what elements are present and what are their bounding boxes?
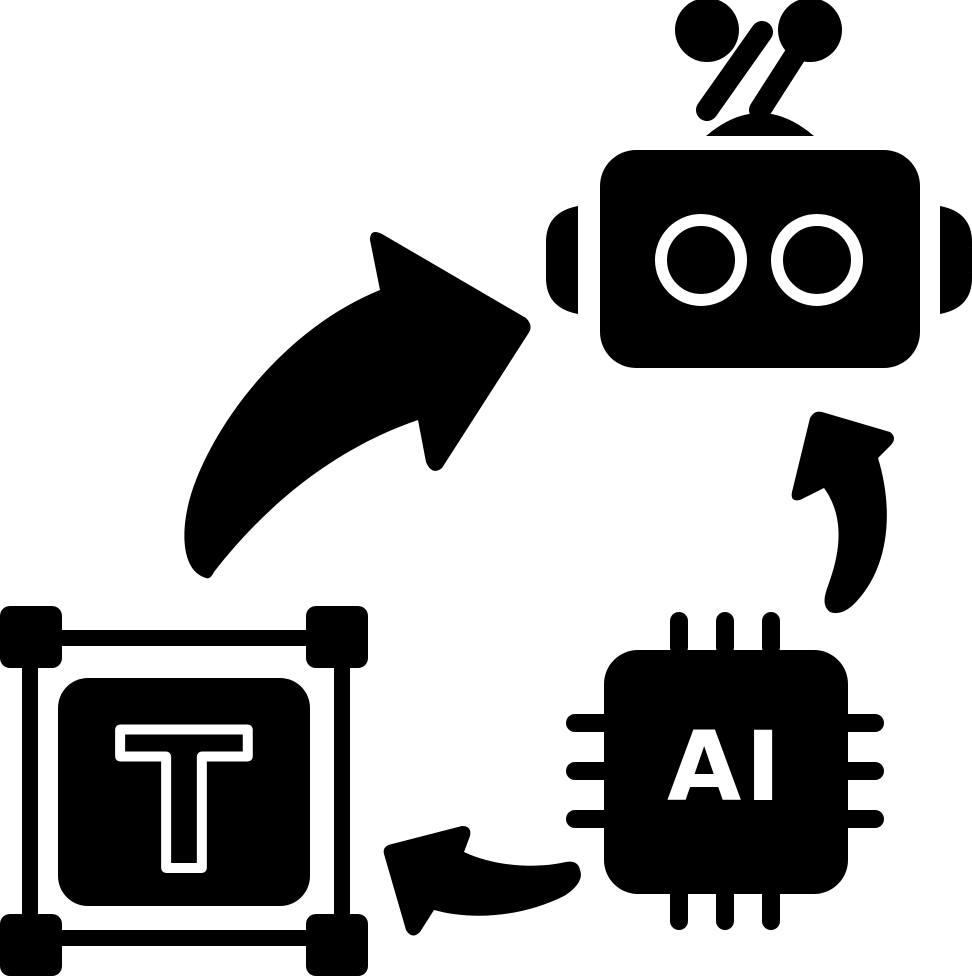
ear-left-icon [546, 206, 578, 314]
robot-head-icon [546, 0, 972, 368]
chip-body [604, 650, 848, 894]
antenna-right [749, 0, 842, 121]
chip-label: AI [667, 711, 785, 823]
text-box-body [58, 678, 310, 906]
curved-arrow-bottom-icon [383, 826, 581, 936]
eye-right-icon [771, 214, 863, 306]
curved-arrow-right-icon [791, 411, 894, 614]
robot-face [600, 150, 920, 368]
text-letter: T [119, 692, 249, 913]
ai-chip-icon: AI [566, 612, 884, 930]
corner-handle [0, 914, 62, 976]
antenna-base [706, 113, 814, 136]
curved-arrow-large-icon [184, 232, 531, 579]
antenna-left [675, 0, 773, 121]
corner-handle [0, 606, 62, 668]
corner-handle [306, 914, 368, 976]
corner-handle [306, 606, 368, 668]
text-frame-icon: T [0, 606, 368, 976]
eye-left-icon [655, 214, 747, 306]
ear-right-icon [940, 206, 972, 314]
